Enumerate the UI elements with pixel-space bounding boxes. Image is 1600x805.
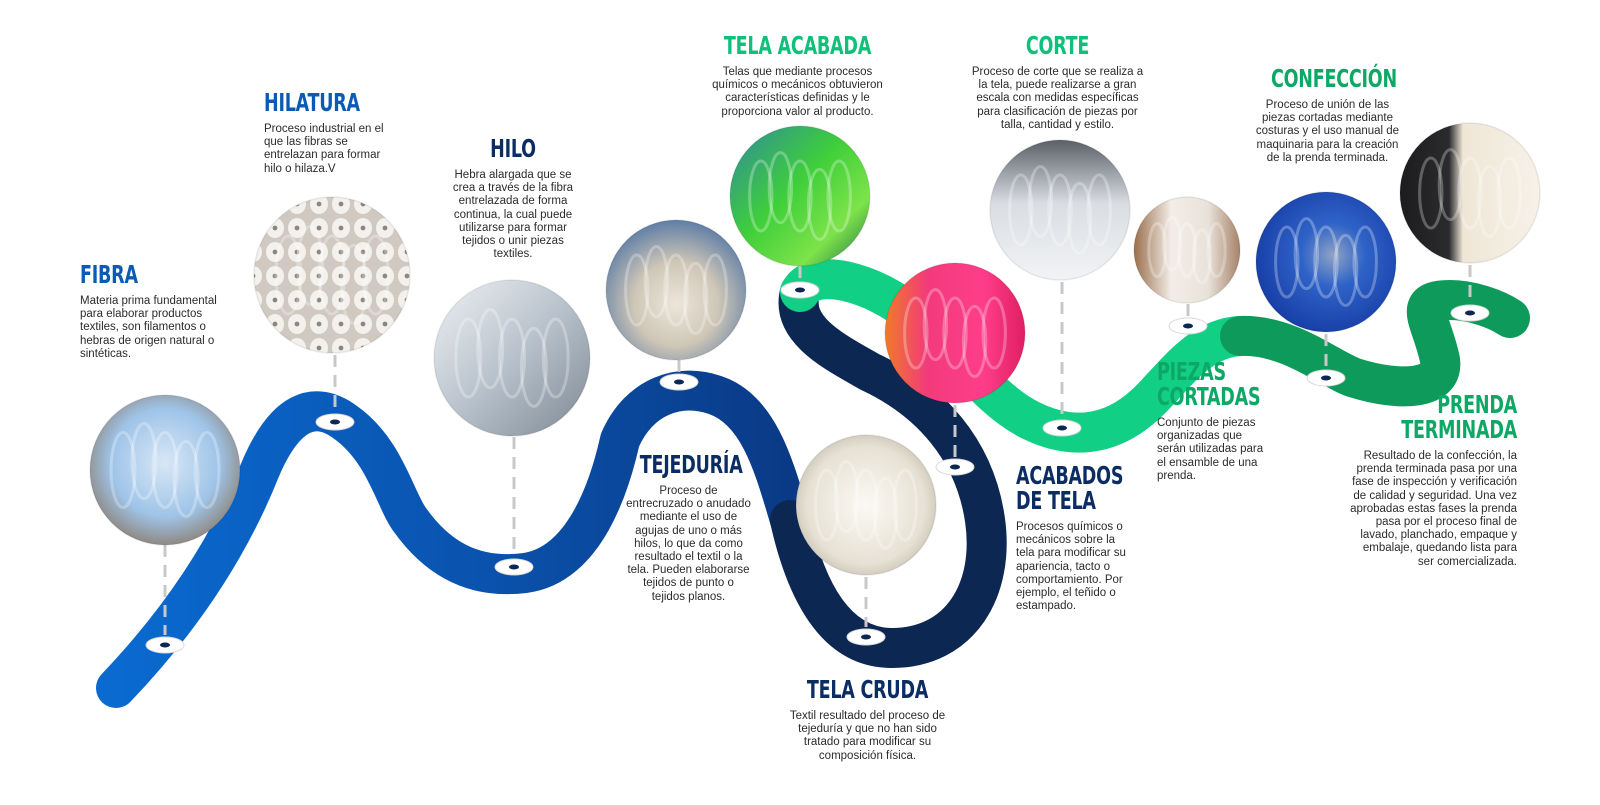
stage-tela_acabada: TELA ACABADA Telas que mediante procesos … [700, 33, 895, 119]
stage-tejeduria: TEJEDURÍA Proceso de entrecruzado o anuda… [626, 452, 751, 604]
route-pin-tejeduria [659, 373, 699, 391]
stage-description: Textil resultado del proceso de tejedurí… [789, 710, 946, 762]
stage-title: HILO [462, 136, 563, 161]
stage-title-line: CORTADAS [1157, 382, 1261, 411]
stage-description: Resultado de la confección, la prenda te… [1350, 450, 1517, 568]
route-pin-hilo [494, 558, 534, 576]
cut-pieces-photo [1133, 196, 1241, 304]
route-pin-acabados [935, 458, 975, 476]
route-segment-blue [96, 370, 810, 708]
stage-description: Conjunto de piezas organizadas que serán… [1157, 417, 1264, 482]
route-pin-fibra [145, 636, 185, 654]
stage-fibra: FIBRA Materia prima fundamental para elab… [80, 262, 230, 361]
stage-title: CONFECCIÓN [1270, 64, 1397, 93]
stage-title: CORTE [989, 33, 1126, 58]
stage-title-line: FIBRA [80, 260, 138, 289]
stage-corte: CORTE Proceso de corte que se realiza a l… [970, 33, 1145, 132]
route-pin-prenda [1450, 304, 1490, 322]
finished-fabric-rolls-photo [729, 125, 871, 267]
stage-title-line: DE TELA [1016, 486, 1096, 515]
route-pin-confeccion [1306, 369, 1346, 387]
stage-description: Proceso de entrecruzado o anudado median… [626, 485, 751, 603]
stage-title-line: HILO [490, 134, 536, 163]
stage-hilatura: HILATURA Proceso industrial en el que las… [264, 90, 394, 176]
stage-title-line: TELA CRUDA [806, 675, 929, 704]
sewing-machine-photo [1255, 191, 1397, 333]
stage-title: TELA CRUDA [803, 677, 932, 702]
stage-title-line: ACABADOS [1016, 461, 1124, 490]
route-pin-tela_cruda [846, 628, 886, 646]
route-pin-corte [1042, 419, 1082, 437]
route-segment-darkgreen [1220, 280, 1530, 407]
threads-photo [433, 279, 591, 437]
stage-title-line: TELA ACABADA [723, 31, 872, 60]
cotton-plant-photo [89, 394, 241, 546]
stage-title-line: CORTE [1025, 31, 1090, 60]
stage-title-line: PRENDA [1437, 390, 1517, 419]
stage-description: Telas que mediante procesos químicos o m… [712, 66, 883, 118]
stage-description: Procesos químicos o mecánicos sobre la t… [1016, 521, 1126, 613]
route-pins [145, 281, 1490, 654]
stage-title-line: TEJEDURÍA [639, 450, 743, 479]
stage-tela_cruda: TELA CRUDA Textil resultado del proceso d… [785, 677, 950, 763]
knitting-machine-photo [605, 219, 747, 361]
stage-title-line: TERMINADA [1401, 415, 1517, 444]
raw-fabric-rolls-photo [795, 434, 937, 576]
stage-title: TELA ACABADA [721, 33, 873, 58]
cutting-table-photo [989, 139, 1131, 281]
route-pin-tela_acabada [780, 281, 820, 299]
stage-hilo: HILO Hebra alargada que se crea a través … [448, 136, 578, 261]
dashed-connectors [163, 265, 1472, 635]
dyed-fabric-photo [884, 262, 1026, 404]
stage-title: FIBRA [80, 262, 197, 287]
stage-photos [89, 122, 1541, 576]
stage-description: Hebra alargada que se crea a través de l… [452, 169, 574, 261]
stage-title: HILATURA [264, 90, 365, 115]
stage-title-line: HILATURA [264, 88, 360, 117]
stage-description: Materia prima fundamental para elaborar … [80, 295, 217, 360]
finished-garments-photo [1399, 122, 1541, 264]
stage-title-line: PIEZAS [1157, 357, 1226, 386]
route-segment-green [780, 259, 1260, 453]
yarn-cones-photo [253, 196, 411, 354]
stage-title: TEJEDURÍA [639, 450, 743, 479]
stage-description: Proceso de unión de las piezas cortadas … [1255, 99, 1400, 164]
route-pin-hilatura [315, 413, 355, 431]
stage-description: Proceso de corte que se realiza a la tel… [971, 66, 1144, 131]
route-pin-piezas [1168, 317, 1208, 335]
stage-title-line: CONFECCIÓN [1270, 64, 1397, 93]
stage-description: Proceso industrial en el que las fibras … [264, 123, 384, 175]
stage-confeccion: CONFECCIÓN Proceso de unión de las piezas… [1255, 66, 1400, 165]
